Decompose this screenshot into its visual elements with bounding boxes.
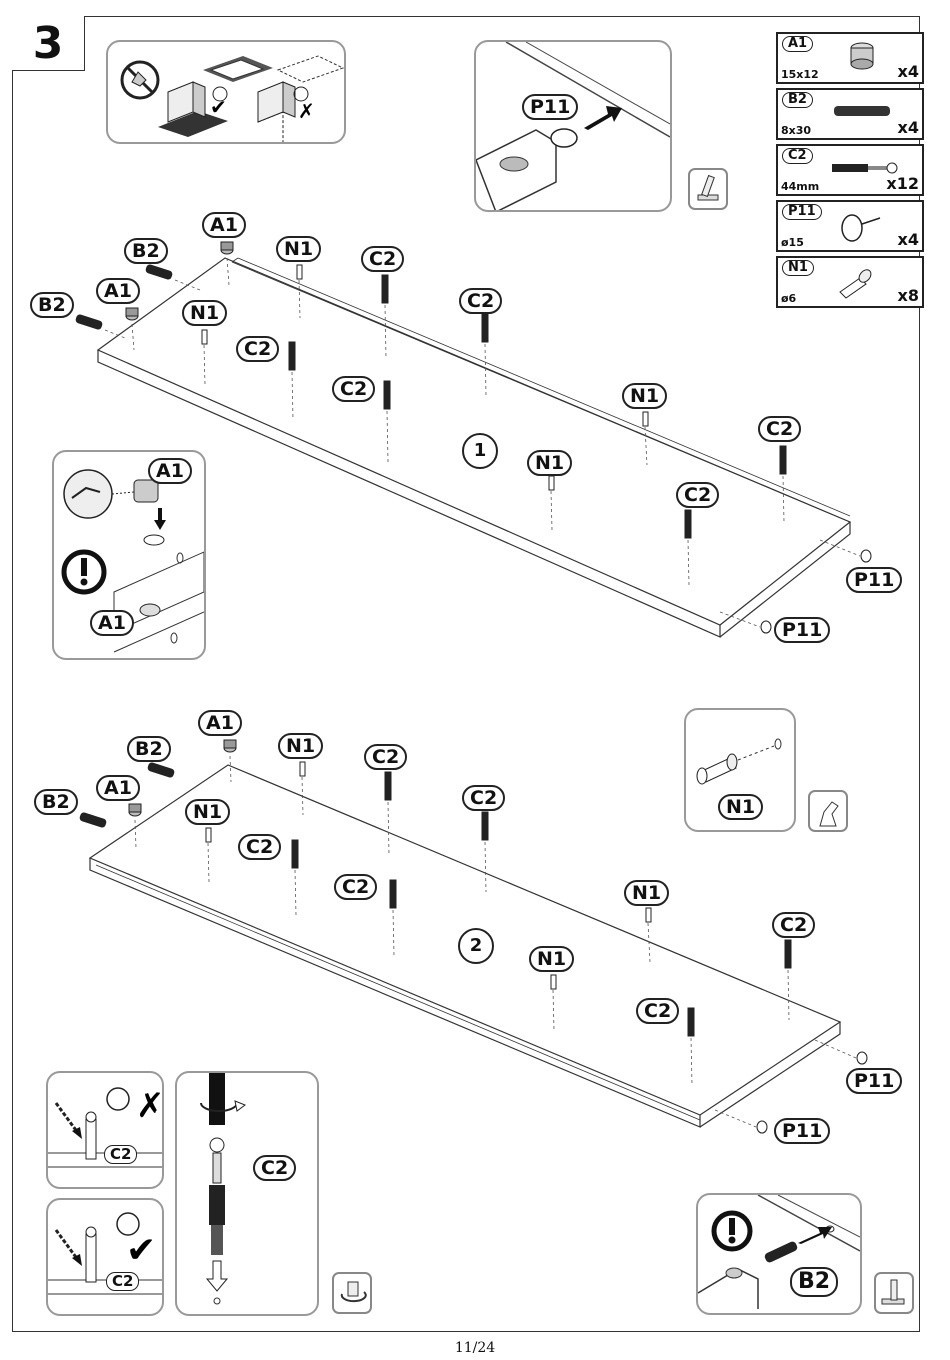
label-c2: C2 [676,482,719,508]
label-n1: N1 [527,450,572,476]
label-b2: B2 [34,789,78,815]
label-c2: C2 [361,246,404,272]
a1-detail-label-top: A1 [148,458,192,484]
label-n1: N1 [185,799,230,825]
page-number: 11/24 [0,1340,950,1356]
check-mark-icon: ✔ [126,1230,156,1271]
label-c2: C2 [238,834,281,860]
a1-detail-panel: A1 A1 [52,450,206,660]
label-c2: C2 [364,744,407,770]
label-n1: N1 [529,946,574,972]
label-n1: N1 [622,383,667,409]
label-a1: A1 [202,212,246,238]
n1-detail-label: N1 [718,794,763,820]
n1-detail-panel: N1 [684,708,796,832]
c2-screw-label: C2 [253,1155,296,1181]
c2-wrong-label: C2 [104,1145,137,1164]
c2-screw-illustration [177,1073,317,1314]
c2-wrong-illustration: ✗ [48,1073,162,1187]
board-number-2: 2 [458,928,494,964]
label-c2: C2 [236,336,279,362]
label-b2: B2 [30,292,74,318]
a1-detail-label-bottom: A1 [90,610,134,636]
b2-detail-label: B2 [790,1267,838,1297]
label-a1: A1 [198,710,242,736]
label-c2: C2 [772,912,815,938]
hammer-icon [874,1272,914,1314]
c2-right-panel: ✔ C2 [46,1198,164,1316]
c2-right-illustration: ✔ [48,1200,162,1314]
c2-screw-panel: C2 [175,1071,319,1316]
b2-detail-panel: B2 [696,1193,862,1315]
label-c2: C2 [758,416,801,442]
b2-detail-illustration [698,1195,860,1313]
label-n1: N1 [276,236,321,262]
label-c2: C2 [636,998,679,1024]
label-n1: N1 [624,880,669,906]
board-number-1: 1 [462,433,498,469]
label-p11: P11 [774,617,830,643]
label-c2: C2 [462,785,505,811]
label-c2: C2 [334,874,377,900]
hand-insert-icon [808,790,848,832]
label-c2: C2 [459,288,502,314]
label-p11: P11 [846,1068,902,1094]
label-b2: B2 [127,736,171,762]
label-b2: B2 [124,238,168,264]
screwdriver-turn-icon [332,1272,372,1314]
label-c2: C2 [332,376,375,402]
label-a1: A1 [96,775,140,801]
label-n1: N1 [278,733,323,759]
cross-mark-icon: ✗ [136,1086,162,1126]
label-p11: P11 [846,567,902,593]
c2-wrong-panel: ✗ C2 [46,1071,164,1189]
label-p11: P11 [774,1118,830,1144]
label-a1: A1 [96,278,140,304]
label-n1: N1 [182,300,227,326]
c2-right-label: C2 [106,1272,139,1291]
